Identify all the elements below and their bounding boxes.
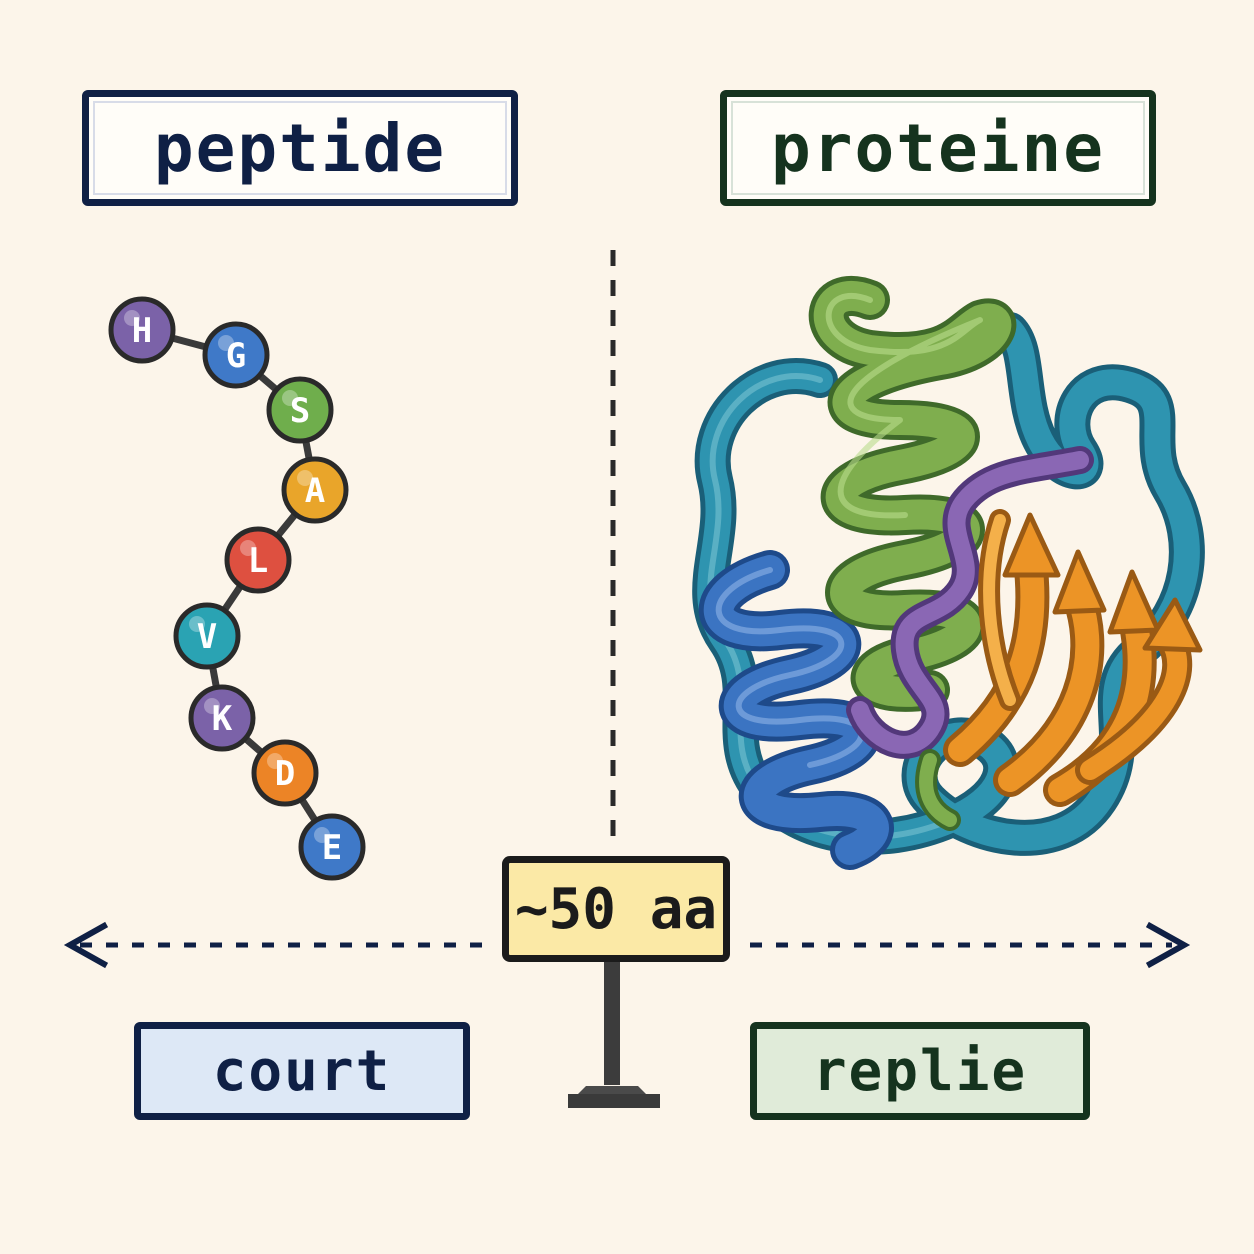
amino-acid-highlight [282,390,298,406]
amino-acid-bead: K [188,684,256,752]
amino-acid-highlight [267,753,283,769]
amino-acid-letter: A [305,471,325,511]
amino-acid-highlight [218,335,234,351]
amino-acid-letter: G [226,336,246,376]
amino-acid-letter: H [132,311,152,351]
amino-acid-circle [266,376,334,444]
amino-acid-highlight [314,827,330,843]
protein-coil-purple [846,446,1094,759]
court-label: court [134,1022,470,1120]
amino-acid-circle [173,602,241,670]
amino-acid-circle [251,739,319,807]
amino-acid-letter: S [290,391,310,431]
amino-acid-bead: S [266,376,334,444]
amino-acid-highlight [297,470,313,486]
amino-acid-circle [108,296,176,364]
amino-acid-letter: V [197,617,217,657]
amino-acid-bead: A [281,456,349,524]
amino-acid-highlight [189,616,205,632]
amino-acid-bead: V [173,602,241,670]
replie-label: replie [750,1022,1090,1120]
amino-acid-circle [298,813,366,881]
amino-acid-bead: G [202,321,270,389]
threshold-sign: ~50 aa [502,856,730,962]
amino-acid-circle [188,684,256,752]
axis-arrow-right-icon [1145,921,1191,969]
amino-acid-letter: L [248,541,268,581]
amino-acid-highlight [204,698,220,714]
amino-acid-bead: H [108,296,176,364]
proteine-label: proteine [720,90,1156,206]
peptide-label: peptide [82,90,518,206]
amino-acid-letter: E [322,828,342,868]
amino-acid-circle [224,526,292,594]
amino-acid-circle [202,321,270,389]
threshold-sign-post [568,960,660,1108]
amino-acid-highlight [240,540,256,556]
amino-acid-letter: K [212,699,233,739]
amino-acid-bead: L [224,526,292,594]
amino-acid-bead: E [298,813,366,881]
amino-acid-highlight [124,310,140,326]
amino-acid-bead: D [251,739,319,807]
axis-arrow-left-icon [63,921,109,969]
amino-acid-letter: D [275,754,295,794]
folded-protein-icon [692,276,1205,870]
protein-strands-orange [943,509,1203,807]
amino-acid-circle [281,456,349,524]
